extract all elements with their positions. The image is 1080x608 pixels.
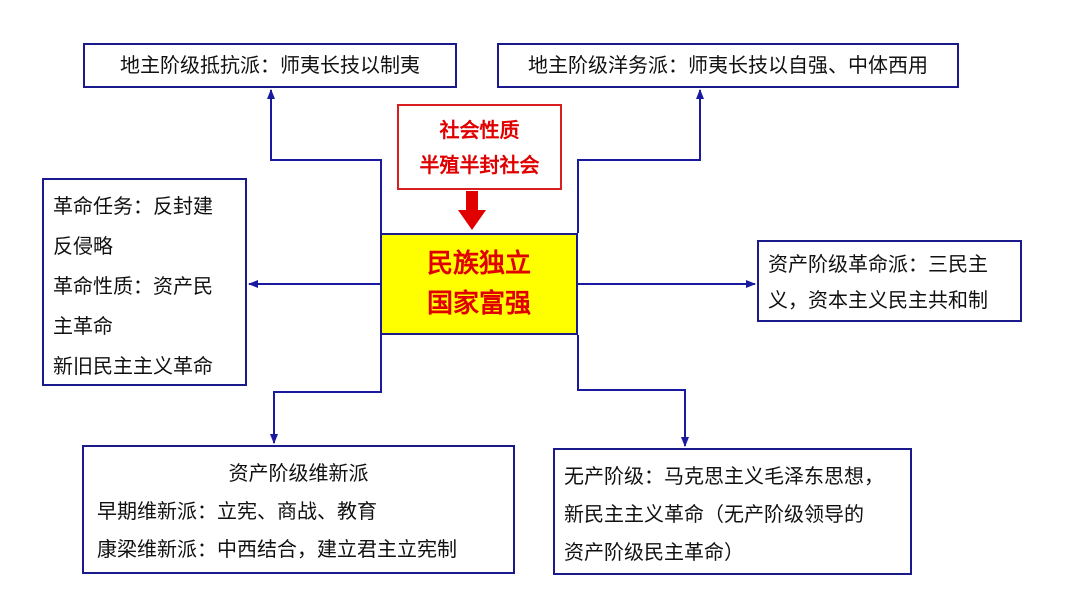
revolution-task-box: 革命任务：反封建 反侵略 革命性质：资产民 主革命 新旧民主主义革命	[42, 178, 247, 386]
social-nature-box: 社会性质 半殖半封社会	[397, 104, 562, 190]
proletariat-line: 资产阶级民主革命）	[564, 540, 744, 564]
proletariat-box: 无产阶级：马克思主义毛泽东思想， 新民主主义革命（无产阶级领导的 资产阶级民主革…	[553, 448, 912, 575]
bourgeois-revolutionary-line: 资产阶级革命派：三民主	[768, 252, 988, 276]
connector-bottom-right	[577, 335, 689, 447]
bourgeois-reformist-box: 资产阶级维新派 早期维新派：立宪、商战、教育 康梁维新派：中西结合，建立君主立宪…	[82, 445, 515, 574]
revolution-type-line: 新旧民主主义革命	[53, 354, 213, 378]
revolution-task-line: 革命任务：反封建	[53, 194, 213, 218]
proletariat-line: 无产阶级：马克思主义毛泽东思想，	[564, 464, 884, 488]
bourgeois-revolutionary-line: 义，资本主义民主共和制	[768, 288, 988, 312]
social-nature-value: 半殖半封社会	[419, 153, 540, 177]
bourgeois-reformist-title: 资产阶级维新派	[228, 461, 369, 485]
revolution-task-line: 反侵略	[53, 234, 113, 258]
central-goal-line-1: 民族独立	[426, 249, 531, 279]
landlord-resistance-box: 地主阶级抵抗派：师夷长技以制夷	[83, 43, 457, 88]
revolution-nature-line: 主革命	[53, 314, 113, 338]
proletariat-line: 新民主主义革命（无产阶级领导的	[564, 502, 864, 526]
social-nature-title: 社会性质	[439, 118, 520, 142]
central-goal-line-2: 国家富强	[426, 289, 531, 319]
early-reformist-line: 早期维新派：立宪、商战、教育	[97, 499, 377, 523]
central-goal-box: 民族独立 国家富强	[380, 233, 578, 335]
connector-top-right	[577, 89, 704, 233]
revolution-nature-line: 革命性质：资产民	[53, 274, 213, 298]
connector-bottom-left	[270, 335, 382, 444]
bourgeois-revolutionary-box: 资产阶级革命派：三民主 义，资本主义民主共和制	[757, 240, 1022, 322]
kang-liang-reformist-line: 康梁维新派：中西结合，建立君主立宪制	[97, 537, 457, 561]
down-arrow-icon	[458, 191, 486, 230]
connector-top-left	[267, 89, 382, 233]
landlord-westernization-box: 地主阶级洋务派：师夷长技以自强、中体西用	[497, 43, 959, 88]
